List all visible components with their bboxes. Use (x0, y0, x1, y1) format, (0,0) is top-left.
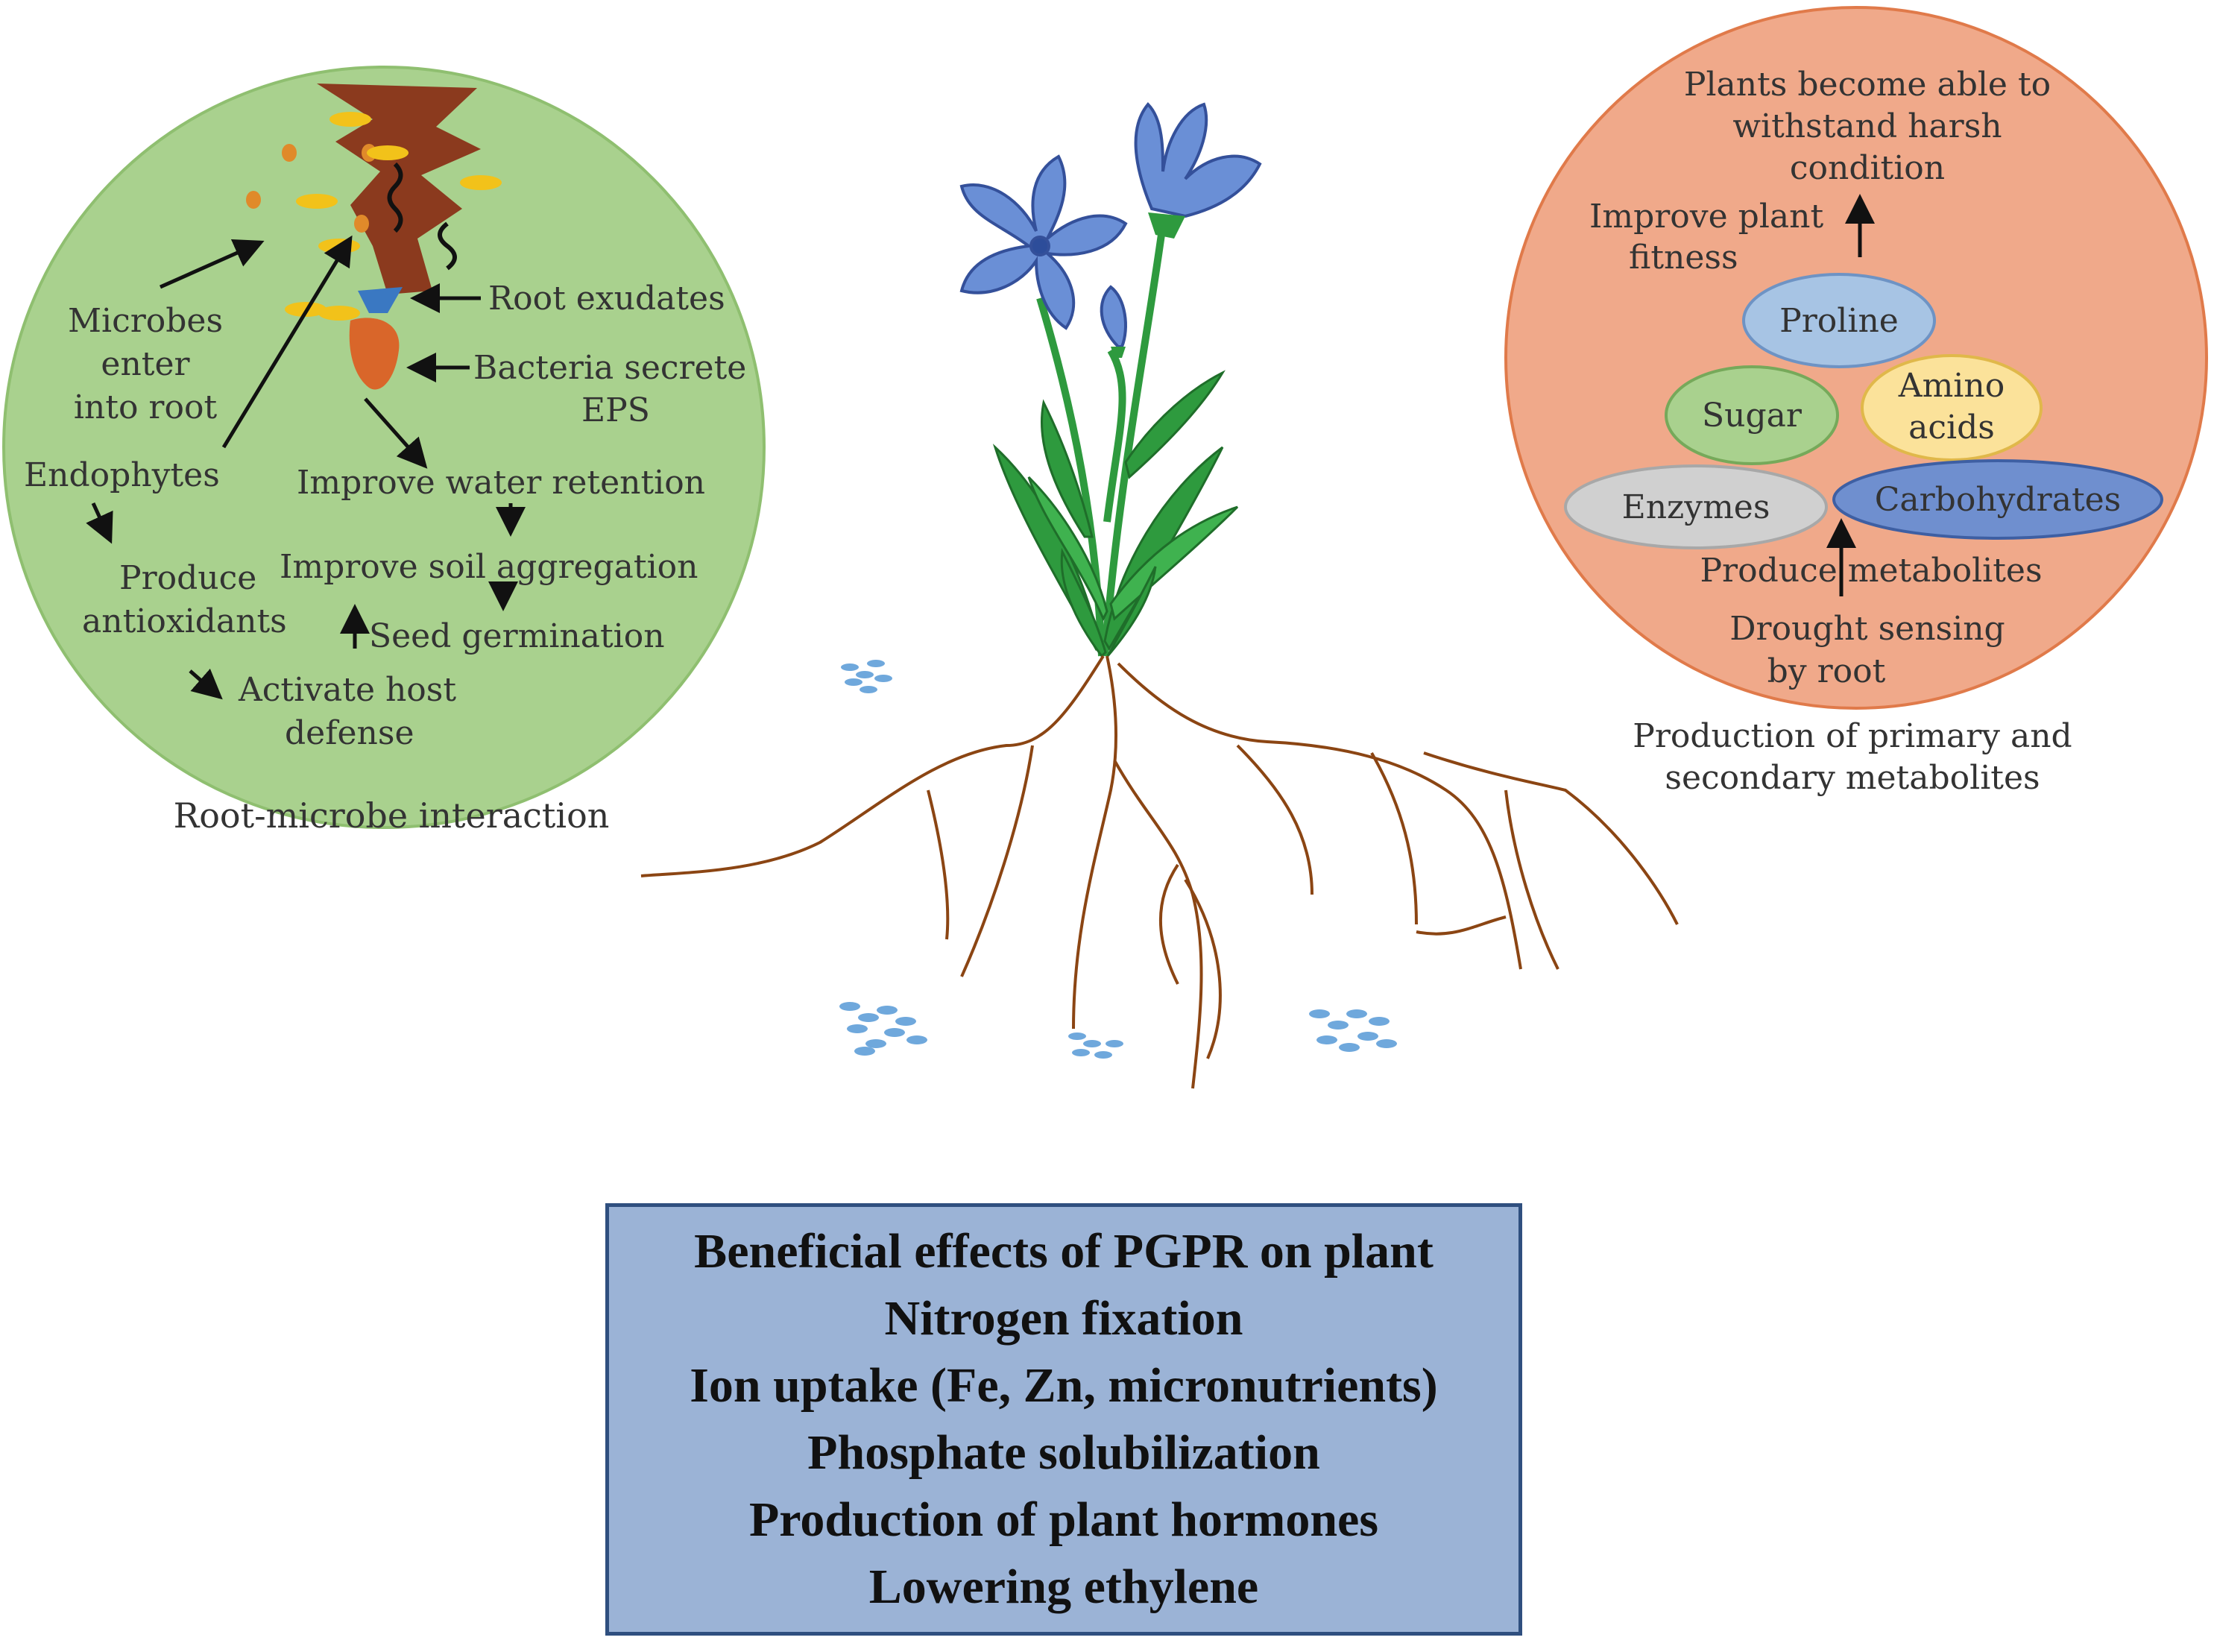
label-soil-aggregation: Improve soil aggregation (280, 548, 698, 586)
label-enzymes: Enzymes (1622, 488, 1770, 526)
bacteria-cluster-2 (839, 1002, 927, 1056)
metabolites-panel: Plants become able to withstand harsh co… (1504, 6, 2208, 797)
label-fitness-1: Improve plant (1589, 198, 1823, 236)
label-drought-1: Drought sensing (1729, 610, 2005, 648)
label-amino-2: acids (1908, 409, 1995, 447)
eps-shape (349, 318, 400, 390)
label-bacteria-secrete-2: EPS (581, 391, 650, 429)
benefit-item: Phosphate solubilization (807, 1425, 1320, 1480)
plant-flowers (959, 102, 1262, 348)
label-withstand-2: withstand harsh (1732, 107, 2002, 145)
benefit-item: Production of plant hormones (748, 1492, 1378, 1547)
amino-bubble (1861, 354, 2043, 461)
label-carbohydrates: Carbohydrates (1875, 481, 2122, 519)
benefit-item: Nitrogen fixation (884, 1291, 1243, 1346)
label-drought-2: by root (1767, 652, 1886, 690)
plant-roots (640, 655, 1679, 1089)
root-tip-shape (317, 83, 481, 294)
plant-leaves (992, 370, 1239, 658)
right-caption-1: Production of primary and (1633, 717, 2072, 755)
label-withstand-1: Plants become able to (1684, 66, 2051, 104)
bacteria-cluster-1 (841, 660, 892, 693)
label-produce-metabolites: Produce metabolites (1700, 552, 2042, 590)
left-caption: Root-microbe interaction (174, 795, 610, 836)
carbohydrates-bubble (1832, 459, 2163, 540)
label-activate-2: defense (285, 714, 414, 752)
label-root-exudates: Root exudates (488, 280, 725, 318)
label-fitness-2: fitness (1629, 239, 1738, 277)
right-caption-2: secondary metabolites (1665, 759, 2040, 797)
left-labels: Microbes enter into root Root exudates B… (24, 280, 746, 752)
label-improve-water: Improve water retention (297, 464, 705, 502)
label-activate-1: Activate host (238, 671, 456, 709)
left-arrows (86, 235, 526, 700)
flower-sepals (1111, 212, 1185, 358)
label-microbes-3: into root (74, 388, 218, 426)
root-microbe-panel: Microbes enter into root Root exudates B… (2, 66, 766, 836)
label-seed-germination: Seed germination (369, 617, 665, 655)
sugar-bubble (1665, 365, 1839, 465)
label-amino-1: Amino (1898, 367, 2005, 405)
benefits-title: Beneficial effects of PGPR on plant (694, 1224, 1434, 1279)
microbe-cells (246, 112, 502, 321)
bacteria-cluster-4 (1309, 1009, 1397, 1052)
label-endophytes: Endophytes (24, 456, 220, 494)
label-microbes-2: enter (101, 345, 190, 383)
benefit-item: Lowering ethylene (868, 1560, 1259, 1614)
benefits-box: Beneficial effects of PGPR on plant Nitr… (605, 1203, 1522, 1636)
label-proline: Proline (1779, 302, 1899, 340)
plant-illustration (640, 102, 1679, 1089)
right-labels: Plants become able to withstand harsh co… (1589, 66, 2051, 277)
label-produce-2: antioxidants (82, 602, 287, 640)
proline-bubble (1742, 273, 1936, 368)
benefit-item: Ion uptake (Fe, Zn, micronutrients) (690, 1358, 1438, 1413)
label-sugar: Sugar (1702, 397, 1803, 435)
bacteria-clusters (839, 660, 1397, 1059)
label-withstand-3: condition (1790, 149, 1945, 187)
label-produce-1: Produce (119, 559, 256, 597)
label-microbes-1: Microbes (68, 302, 223, 340)
label-bacteria-secrete-1: Bacteria secrete (473, 349, 746, 387)
root-exudate-shape (358, 287, 403, 313)
enzymes-bubble (1564, 464, 1828, 549)
left-circle (2, 66, 766, 829)
bacteria-cluster-3 (1068, 1032, 1123, 1059)
